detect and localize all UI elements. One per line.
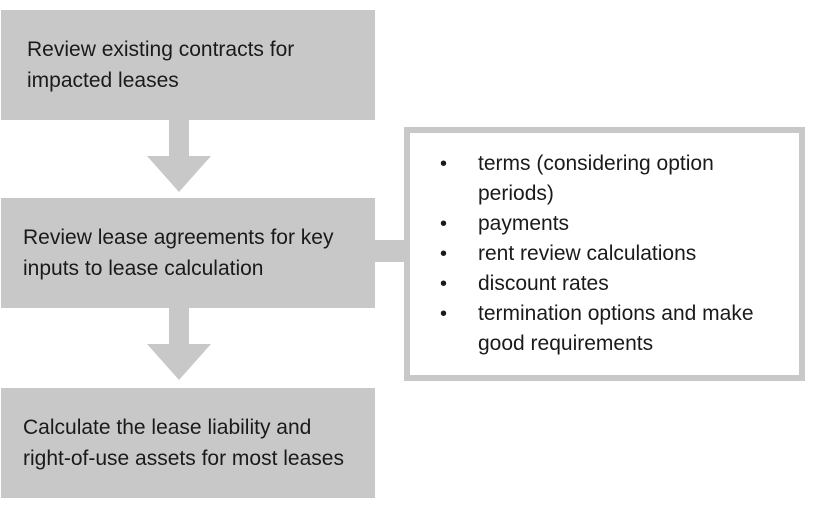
arrow-shaft (169, 120, 189, 158)
step-text: Review lease agreements for key inputs t… (23, 226, 334, 280)
list-item: • discount rates (438, 269, 779, 299)
list-item-text: discount rates (478, 272, 609, 295)
down-arrow-1 (147, 120, 211, 192)
step-box-calculate-liability: Calculate the lease liability and right-… (1, 388, 375, 498)
arrow-head (147, 344, 211, 380)
bullet-icon: • (440, 303, 448, 325)
bullet-icon: • (440, 153, 448, 175)
step-box-review-contracts: Review existing contracts for impacted l… (1, 10, 375, 120)
list-item-text: rent review calculations (478, 242, 697, 265)
arrow-shaft (169, 308, 189, 346)
step-text: Review existing contracts for impacted l… (27, 38, 295, 92)
list-item: • rent review calculations (438, 239, 779, 269)
arrow-head (147, 156, 211, 192)
list-item-text: termination options and make good requir… (478, 302, 754, 355)
step-text: Calculate the lease liability and right-… (23, 416, 344, 470)
bullet-icon: • (440, 213, 448, 235)
list-item: • terms (considering option periods) (438, 149, 779, 209)
list-item-text: terms (considering option periods) (478, 152, 714, 205)
key-inputs-list: • terms (considering option periods) • pay… (438, 149, 779, 359)
connector-line (375, 240, 405, 262)
down-arrow-2 (147, 308, 211, 380)
list-item: • termination options and make good requi… (438, 299, 779, 359)
key-inputs-box: • terms (considering option periods) • pay… (404, 127, 805, 381)
list-item: • payments (438, 209, 779, 239)
bullet-icon: • (440, 273, 448, 295)
bullet-icon: • (440, 243, 448, 265)
list-item-text: payments (478, 212, 570, 235)
step-box-review-agreements: Review lease agreements for key inputs t… (1, 198, 375, 308)
